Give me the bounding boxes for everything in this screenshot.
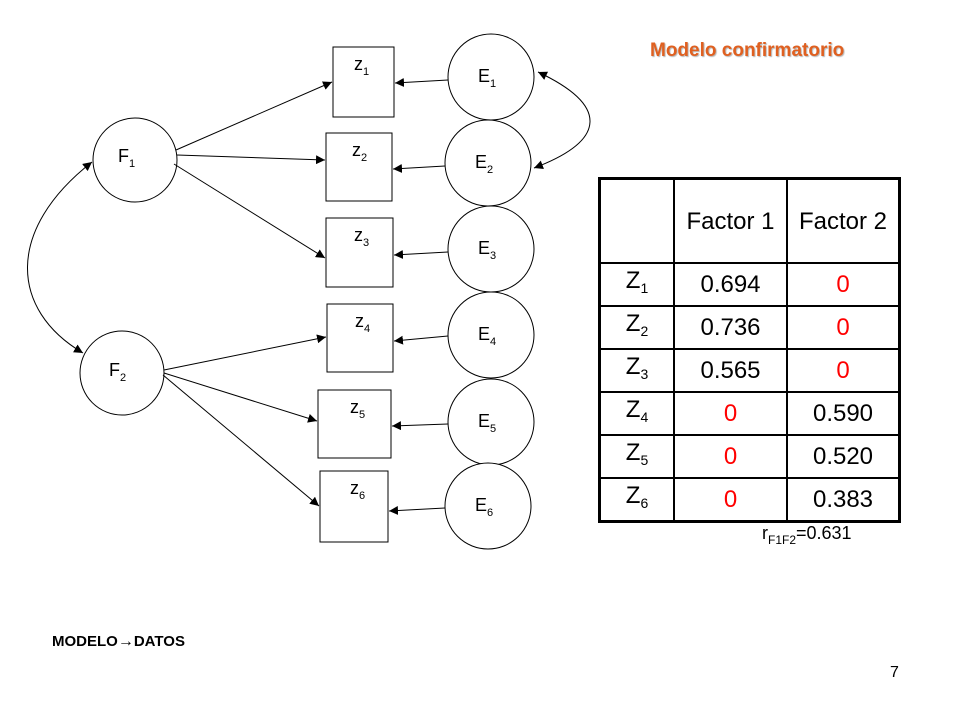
error-label-e1: E1 <box>478 66 496 90</box>
error-node-e1[interactable]: E1 <box>447 33 535 121</box>
row-variable-base: Z <box>625 482 641 509</box>
loading-cell-f2: 0.383 <box>786 477 901 523</box>
row-variable-subscript: 3 <box>640 366 649 382</box>
observed-label-z3: z3 <box>354 225 369 249</box>
row-variable-subscript: 6 <box>640 495 649 511</box>
error-label-e3: E3 <box>478 238 496 262</box>
loading-cell-f2: 0.520 <box>786 434 901 479</box>
error-label-e4: E4 <box>478 324 496 348</box>
observed-label-z5: z5 <box>350 397 365 421</box>
loading-cell-f2: 0 <box>786 348 901 393</box>
error-node-e5[interactable]: E5 <box>447 378 535 466</box>
row-variable: Z4 <box>598 391 675 436</box>
observed-label-z1: z1 <box>354 54 369 78</box>
observed-label-z2: z2 <box>352 140 367 164</box>
page-number: 7 <box>890 664 899 681</box>
footer-right: DATOS <box>133 633 185 650</box>
loading-cell-f2: 0 <box>786 305 901 350</box>
error-label-e2: E2 <box>475 152 493 176</box>
table-header-row: Factor 1 Factor 2 <box>598 177 901 264</box>
row-variable: Z3 <box>598 348 675 393</box>
error-node-e3[interactable]: E3 <box>447 205 535 293</box>
arrow-f2-z6 <box>162 374 320 507</box>
footer-caption: MODELO→DATOS <box>52 633 185 651</box>
loading-cell-f2: 0.590 <box>786 391 901 436</box>
table-header-factor-2: Factor 2 <box>786 177 901 264</box>
loading-cell-f2: 0 <box>786 262 901 307</box>
row-variable: Z6 <box>598 477 675 523</box>
loading-cell-f1: 0.736 <box>673 305 788 350</box>
loading-cell-f1: 0 <box>673 391 788 436</box>
correlation-arc-f1-f2 <box>27 161 93 354</box>
arrow-f2-z4 <box>163 334 327 371</box>
error-arrows <box>388 77 449 516</box>
arrow-e4-z4 <box>393 335 449 345</box>
observed-node-z6[interactable]: z6 <box>319 470 389 543</box>
correlation-value: =0.631 <box>796 523 852 543</box>
arrow-f1-z1 <box>175 81 333 151</box>
observed-node-z2[interactable]: z2 <box>325 132 393 202</box>
row-variable-subscript: 5 <box>640 452 649 468</box>
loading-cell-f1: 0 <box>673 477 788 523</box>
row-variable-base: Z <box>625 267 641 294</box>
error-node-e4[interactable]: E4 <box>447 291 535 379</box>
loading-arrows <box>162 81 333 507</box>
arrow-e6-z6 <box>388 506 446 516</box>
factor-correlation: rF1F2=0.631 <box>762 523 852 547</box>
correlation-symbol: r <box>762 523 768 543</box>
loading-cell-f1: 0 <box>673 434 788 479</box>
factor-label-f1: F1 <box>118 146 135 170</box>
table-header-corner <box>598 177 675 264</box>
row-variable-subscript: 1 <box>640 280 649 296</box>
correlation-arc-e1-e2 <box>533 71 591 170</box>
row-variable: Z2 <box>598 305 675 350</box>
arrow-f1-z2 <box>176 154 326 165</box>
row-variable: Z5 <box>598 434 675 479</box>
row-variable-base: Z <box>625 396 641 423</box>
factor-node-f2[interactable]: F2 <box>79 330 165 416</box>
arrow-e2-z2 <box>392 163 446 173</box>
factor-node-f1[interactable]: F1 <box>92 117 178 203</box>
error-node-e6[interactable]: E6 <box>444 462 532 550</box>
arrow-e3-z3 <box>393 250 449 259</box>
arrow-e5-z5 <box>391 421 449 431</box>
row-variable-subscript: 4 <box>640 409 649 425</box>
loading-cell-f1: 0.694 <box>673 262 788 307</box>
row-variable-subscript: 2 <box>640 323 649 339</box>
arrow-right-icon: → <box>117 633 134 650</box>
correlation-subscript: F1F2 <box>768 533 797 547</box>
row-variable-base: Z <box>625 439 641 466</box>
table-header-factor-1: Factor 1 <box>673 177 788 264</box>
error-label-e6: E6 <box>475 495 493 519</box>
row-variable-base: Z <box>625 353 641 380</box>
observed-label-z6: z6 <box>350 478 365 502</box>
observed-node-z5[interactable]: z5 <box>317 389 392 459</box>
error-label-e5: E5 <box>478 411 496 435</box>
row-variable: Z1 <box>598 262 675 307</box>
arrow-f1-z3 <box>173 163 326 259</box>
observed-node-z4[interactable]: z4 <box>326 303 394 373</box>
observed-node-z3[interactable]: z3 <box>325 217 394 288</box>
arrow-e1-z1 <box>394 77 449 87</box>
row-variable-base: Z <box>625 310 641 337</box>
slide-title: Modelo confirmatorio <box>650 40 845 61</box>
arrow-f2-z5 <box>163 372 318 423</box>
error-node-e2[interactable]: E2 <box>444 119 532 207</box>
observed-node-z1[interactable]: z1 <box>332 46 395 118</box>
factor-label-f2: F2 <box>109 360 126 384</box>
observed-label-z4: z4 <box>355 311 370 335</box>
footer-left: MODELO <box>52 633 118 650</box>
path-diagram: F1 F2 z1 z2 z3 z4 z5 z6 E1 E2 E3 <box>27 33 591 550</box>
loading-cell-f1: 0.565 <box>673 348 788 393</box>
